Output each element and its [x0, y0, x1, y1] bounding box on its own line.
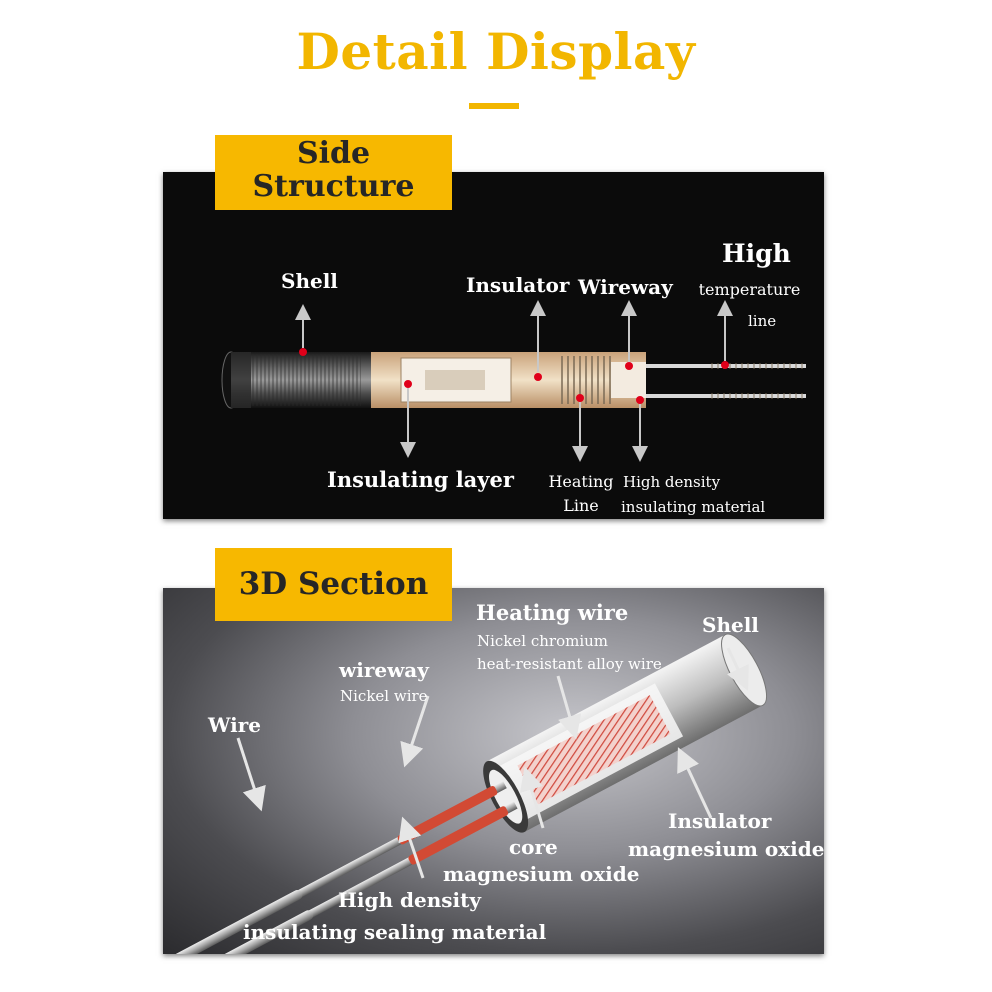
side-structure-tag-line1: Side	[296, 136, 371, 171]
section-3d-diagram	[163, 633, 768, 954]
label-insulator: Insulator	[466, 273, 570, 297]
label-insulating-layer: Insulating layer	[327, 467, 514, 492]
heater-core-body	[371, 352, 646, 408]
label-magnesium-oxide-2: magnesium oxide	[443, 862, 640, 886]
pointer-arrows-3d	[236, 647, 749, 879]
label-shell: Shell	[281, 269, 338, 293]
label-magnesium-oxide-1: magnesium oxide	[628, 837, 825, 861]
label-temperature: temperature	[698, 280, 801, 299]
side-structure-panel	[163, 172, 824, 519]
label-core: core	[509, 835, 558, 859]
label-heating: Heating	[548, 472, 614, 491]
label-insulating-material: insulating material	[621, 498, 766, 516]
label-line: line	[748, 312, 777, 330]
label-heating-line: Line	[563, 496, 599, 515]
heater-shell	[221, 351, 371, 409]
side-structure-diagram	[221, 300, 806, 462]
label-wire: Wire	[208, 713, 261, 737]
label-high-density: High density	[623, 473, 721, 491]
marker-dots	[299, 348, 729, 404]
label-heating-wire: Heating wire	[476, 600, 629, 625]
label-wireway: Wireway	[578, 275, 673, 299]
side-structure-tag-line2: Structure	[252, 169, 415, 204]
section-3d-panel	[163, 588, 824, 954]
label-shell-3d: Shell	[702, 613, 759, 637]
tube-assembly	[163, 633, 768, 954]
section-3d-tag: 3D Section	[215, 548, 452, 621]
label-wireway-3d: wireway	[339, 658, 429, 682]
label-insulating-sealing: insulating sealing material	[243, 920, 547, 944]
label-high-density-3d: High density	[338, 888, 481, 912]
label-high: High	[722, 239, 791, 268]
label-heat-resistant: heat-resistant alloy wire	[477, 655, 662, 673]
label-nickel-chromium: Nickel chromium	[477, 632, 609, 650]
page-title: Detail Display	[296, 22, 696, 81]
title-underline	[469, 103, 519, 109]
pointer-arrows	[295, 300, 733, 462]
label-nickel-wire: Nickel wire	[340, 687, 428, 705]
label-insulator-3d: Insulator	[668, 809, 772, 833]
side-structure-tag: Side Structure	[215, 135, 452, 210]
